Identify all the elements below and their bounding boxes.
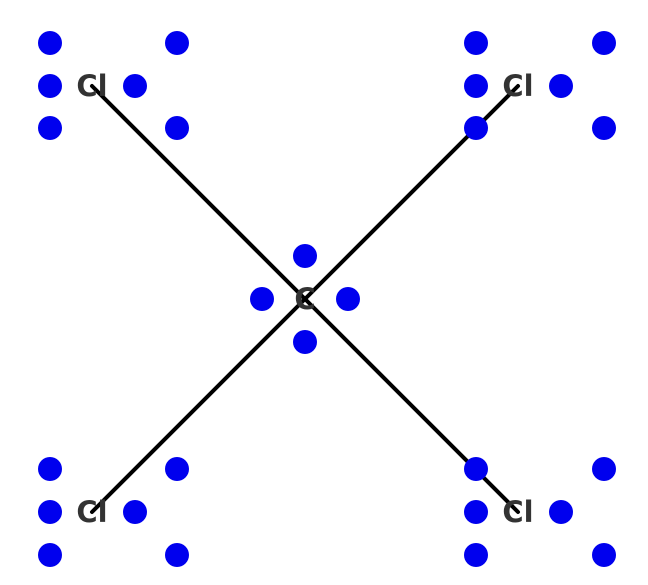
bond-c-cl-top-right xyxy=(303,84,520,301)
electron-cl-bl-2 xyxy=(165,457,189,481)
electron-cl-tr-1 xyxy=(464,31,488,55)
electron-cl-tl-6 xyxy=(165,116,189,140)
atom-label-cl-top-left: Cl xyxy=(76,69,107,103)
electron-cl-tl-4 xyxy=(123,74,147,98)
labels-layer: C Cl Cl Cl Cl xyxy=(76,69,533,529)
electron-cl-br-3 xyxy=(464,500,488,524)
bond-c-cl-bottom-left xyxy=(90,297,307,514)
electron-cl-tr-2 xyxy=(592,31,616,55)
electron-cl-tr-5 xyxy=(464,116,488,140)
electron-cl-tr-4 xyxy=(549,74,573,98)
electron-cl-tr-6 xyxy=(592,116,616,140)
electron-cl-bl-4 xyxy=(123,500,147,524)
bond-c-cl-bottom-right xyxy=(303,297,520,514)
electron-c-bottom xyxy=(293,330,317,354)
bond-c-cl-top-left xyxy=(90,84,307,301)
electron-cl-bl-3 xyxy=(38,500,62,524)
atom-label-cl-bottom-right: Cl xyxy=(502,495,533,529)
electron-cl-br-2 xyxy=(592,457,616,481)
atom-label-cl-top-right: Cl xyxy=(502,69,533,103)
electron-c-top xyxy=(293,244,317,268)
electron-c-left xyxy=(250,287,274,311)
electron-cl-tl-3 xyxy=(38,74,62,98)
electron-cl-br-6 xyxy=(592,543,616,567)
electron-cl-br-1 xyxy=(464,457,488,481)
atom-label-c: C xyxy=(294,282,315,316)
electron-cl-bl-5 xyxy=(38,543,62,567)
electron-c-right xyxy=(336,287,360,311)
atom-label-cl-bottom-left: Cl xyxy=(76,495,107,529)
electron-cl-br-5 xyxy=(464,543,488,567)
electron-cl-br-4 xyxy=(549,500,573,524)
electron-cl-tl-2 xyxy=(165,31,189,55)
electron-cl-tl-1 xyxy=(38,31,62,55)
electron-cl-tl-5 xyxy=(38,116,62,140)
electron-cl-tr-3 xyxy=(464,74,488,98)
electron-cl-bl-1 xyxy=(38,457,62,481)
electrons-layer xyxy=(38,31,616,567)
electron-cl-bl-6 xyxy=(165,543,189,567)
